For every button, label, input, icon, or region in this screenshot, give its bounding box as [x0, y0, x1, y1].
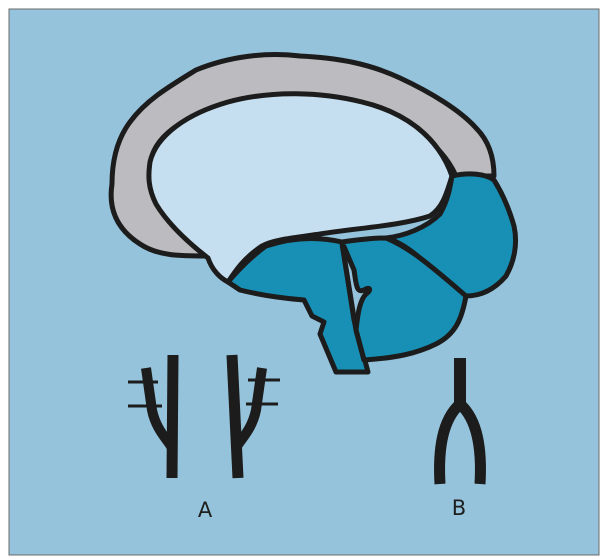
vessel-a-right — [232, 355, 238, 478]
label-b: B — [452, 496, 466, 520]
label-a: A — [198, 498, 213, 522]
vessel-a-left — [172, 355, 173, 478]
